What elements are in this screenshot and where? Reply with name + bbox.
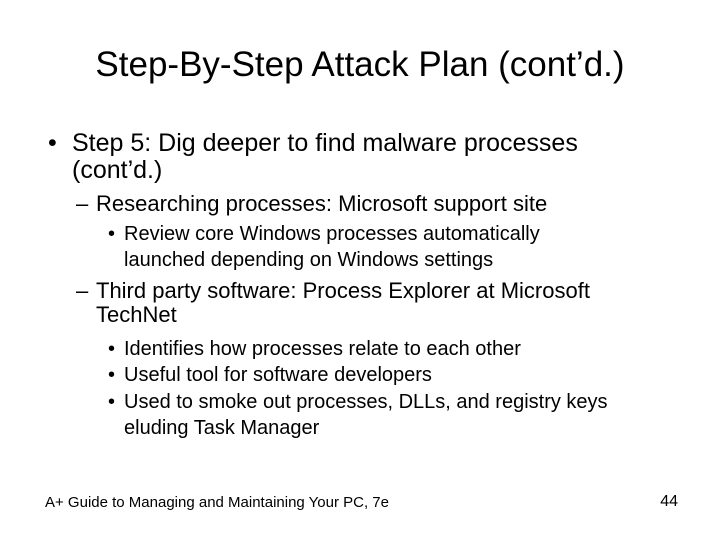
bullet-item: – Third party software: Process Explorer…	[0, 279, 720, 327]
bullet-dot-icon: •	[108, 223, 116, 245]
bullet-line: Step 5: Dig deeper to find malware proce…	[72, 129, 578, 157]
bullet-dot-icon: •	[108, 338, 116, 360]
dash-bullet-icon: –	[76, 191, 89, 216]
bullet-dot-icon: •	[48, 129, 57, 157]
bullet-item: • Step 5: Dig deeper to find malware pro…	[0, 130, 720, 184]
bullet-line: Third party software: Process Explorer a…	[96, 278, 590, 303]
bullet-item: • Used to smoke out processes, DLLs, and…	[0, 389, 720, 441]
bullet-dot-icon: •	[108, 391, 116, 413]
bullet-line: Researching processes: Microsoft support…	[96, 191, 548, 216]
bullet-line: TechNet	[96, 302, 177, 327]
dash-bullet-icon: –	[76, 278, 89, 303]
footer-citation: A+ Guide to Managing and Maintaining You…	[45, 494, 389, 511]
bullet-line: Identifies how processes relate to each …	[124, 338, 521, 360]
bullet-item: • Identifies how processes relate to eac…	[0, 336, 720, 362]
slide-title: Step-By-Step Attack Plan (cont’d.)	[95, 45, 625, 84]
bullet-line: Review core Windows processes automatica…	[124, 223, 540, 245]
bullet-line: (cont’d.)	[72, 156, 163, 184]
bullet-line: Used to smoke out processes, DLLs, and r…	[124, 391, 608, 413]
bullet-dot-icon: •	[108, 364, 116, 386]
slide-body: • Step 5: Dig deeper to find malware pro…	[0, 130, 720, 441]
bullet-item: • Useful tool for software developers	[0, 362, 720, 388]
bullet-line: eluding Task Manager	[124, 417, 320, 439]
bullet-item: – Researching processes: Microsoft suppo…	[0, 192, 720, 216]
bullet-line: Useful tool for software developers	[124, 364, 432, 386]
bullet-line: launched depending on Windows settings	[124, 249, 494, 271]
page-number: 44	[660, 493, 678, 510]
bullet-item: • Review core Windows processes automati…	[0, 221, 720, 273]
